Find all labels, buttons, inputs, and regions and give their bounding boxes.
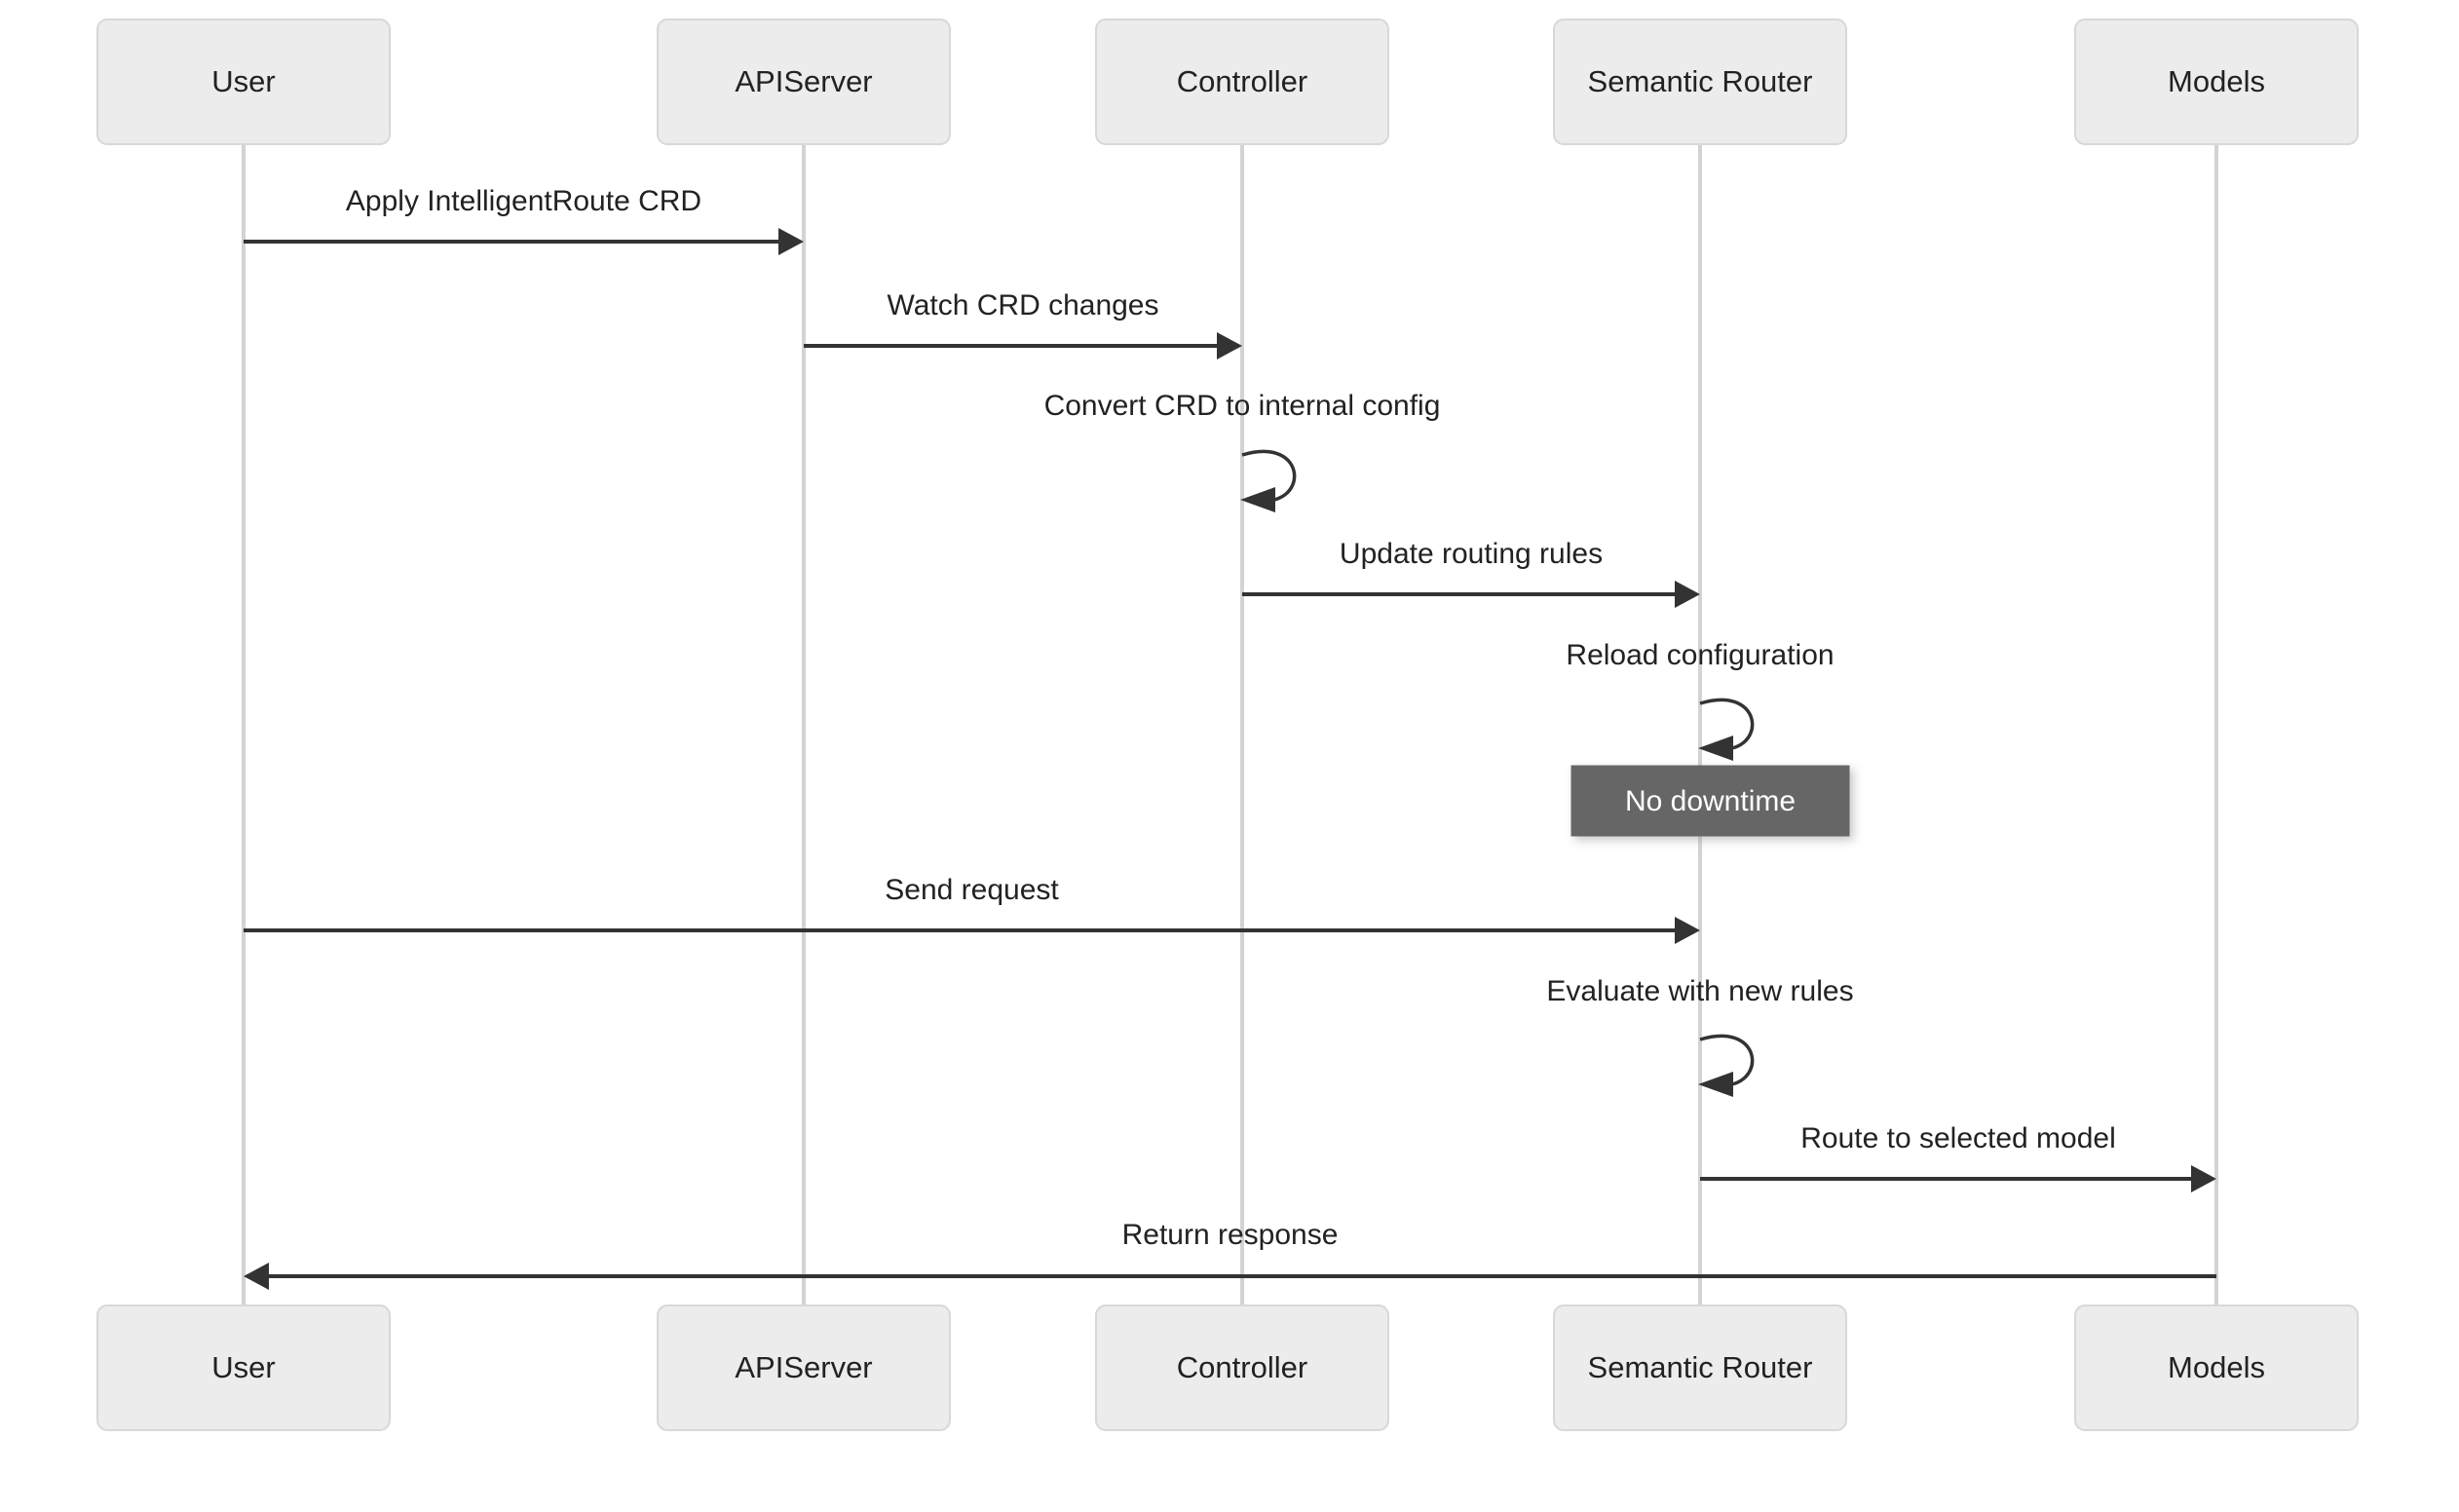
actor-box [2074,19,2359,145]
actor-label: APIServer [735,64,872,98]
arrow-head [778,228,804,255]
notes-layer: No downtime [1570,765,1850,837]
message-label: Apply IntelligentRoute CRD [346,185,701,217]
actor-box [2074,1304,2359,1431]
actor-label: Models [2168,1350,2265,1384]
message-m3[interactable]: Convert CRD to internal config [1044,390,1441,512]
message-m7[interactable]: Evaluate with new rules [1546,975,1854,1097]
message-m8[interactable]: Route to selected model [1700,1122,2216,1192]
actor-semantic-router-top[interactable]: Semantic Router [1553,19,1847,145]
actor-semantic-router-bottom[interactable]: Semantic Router [1553,1304,1847,1431]
arrow-head [244,1263,269,1290]
actor-models-top[interactable]: Models [2074,19,2359,145]
actor-box [657,1304,951,1431]
actor-label: APIServer [735,1350,872,1384]
messages-layer: Apply IntelligentRoute CRD Watch CRD chan… [244,185,2216,1290]
message-m5[interactable]: Reload configuration [1566,639,1835,761]
actor-label: Models [2168,64,2265,98]
actor-box [1553,1304,1847,1431]
actor-controller-bottom[interactable]: Controller [1095,1304,1389,1431]
note-n1[interactable]: No downtime [1570,765,1850,837]
actor-label: Semantic Router [1588,1350,1813,1384]
arrow-head [1675,581,1700,608]
actor-label: User [211,64,275,98]
message-label: Watch CRD changes [888,289,1159,321]
message-label: Convert CRD to internal config [1044,390,1441,422]
arrow-head [1217,332,1242,359]
note-label: No downtime [1625,785,1796,817]
actor-box [96,19,391,145]
message-label: Route to selected model [1800,1122,2116,1154]
message-m9[interactable]: Return response [244,1219,2216,1290]
actor-box [1095,1304,1389,1431]
actor-controller-top[interactable]: Controller [1095,19,1389,145]
actor-box [1553,19,1847,145]
message-m4[interactable]: Update routing rules [1242,538,1700,608]
actor-apiserver-bottom[interactable]: APIServer [657,1304,951,1431]
arrow-head [1698,736,1733,761]
message-label: Send request [885,874,1059,906]
actor-label: Semantic Router [1588,64,1813,98]
message-m1[interactable]: Apply IntelligentRoute CRD [244,185,804,255]
actor-box [1095,19,1389,145]
message-m2[interactable]: Watch CRD changes [804,289,1242,359]
message-label: Reload configuration [1566,639,1834,671]
arrow-head [1698,1072,1733,1097]
actor-user-top[interactable]: User [96,19,391,145]
actor-box [657,19,951,145]
message-label: Return response [1122,1219,1339,1251]
arrow-head [1240,487,1275,512]
actor-user-bottom[interactable]: User [96,1304,391,1431]
actor-label: Controller [1177,64,1307,98]
actor-label: User [211,1350,275,1384]
actor-box [96,1304,391,1431]
message-label: Evaluate with new rules [1546,975,1853,1007]
message-label: Update routing rules [1340,538,1603,570]
arrow-head [1675,917,1700,944]
actor-label: Controller [1177,1350,1307,1384]
message-m6[interactable]: Send request [244,874,1700,944]
actor-models-bottom[interactable]: Models [2074,1304,2359,1431]
actor-apiserver-top[interactable]: APIServer [657,19,951,145]
arrow-head [2191,1165,2216,1192]
note-box [1570,765,1850,837]
lifelines-layer [242,144,2218,1305]
